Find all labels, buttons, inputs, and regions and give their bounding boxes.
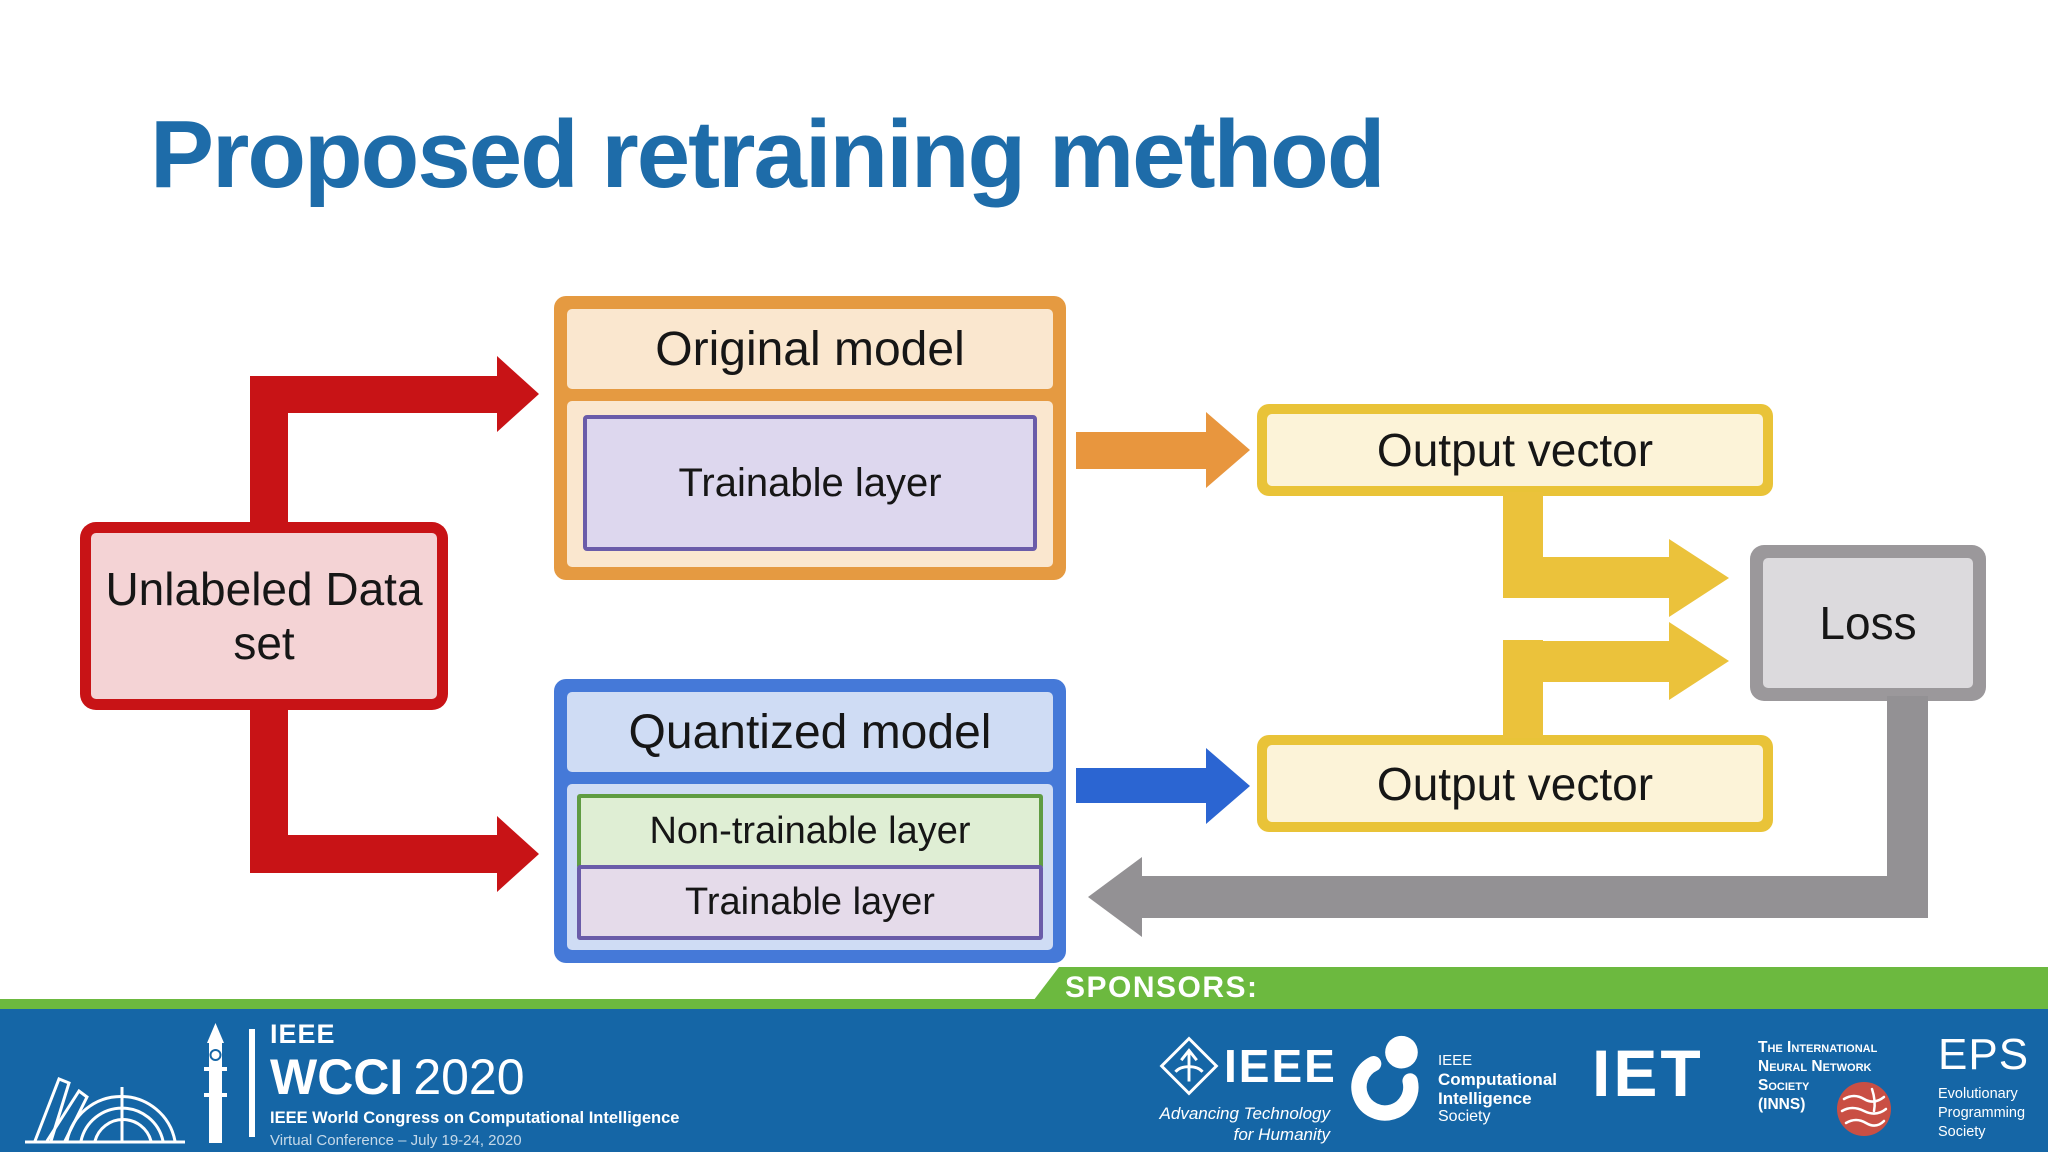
quantized-model-box: Quantized model Non-trainable layer Trai… [554,679,1066,963]
output-vector-top-box: Output vector [1257,404,1773,496]
original-model-body: Trainable layer [567,401,1053,567]
quantized-model-body: Non-trainable layer Trainable layer [567,784,1053,950]
output-vector-bottom-box: Output vector [1257,735,1773,832]
iet-logo: IET [1592,1036,1704,1110]
inns-logo: The International Neural Network Society… [1758,1039,1891,1136]
cis-head-icon [1351,1035,1419,1121]
arrow-dataset-to-quantized-shaft [250,835,500,873]
ieee-diamond-icon [1159,1036,1219,1096]
arrow-dataset-to-quantized-head [497,816,539,892]
original-model-label: Original model [567,309,1053,389]
ieee-logo: IEEE Advancing Technology for Humanity [1158,1035,1337,1146]
loss-label: Loss [1763,558,1973,688]
trainable-layer-box: Trainable layer [583,415,1037,551]
wcci-name: WCCI [270,1049,404,1105]
slide-title: Proposed retraining method [150,101,1385,208]
arrow-dataset-to-quantized-vertical [250,704,288,838]
arrow-dataset-to-original-shaft [250,376,500,413]
arrow-original-to-output-head [1206,412,1250,488]
wcci-divider [249,1029,255,1137]
inns-globe-icon [1837,1082,1891,1136]
glasgow-skyline-icon [25,1023,227,1144]
ieee-wordmark: IEEE [1224,1040,1337,1092]
arrow-loss-feedback-shaft [1120,876,1928,918]
output-vector-bottom-label: Output vector [1267,745,1763,822]
quantized-model-label: Quantized model [567,692,1053,772]
ieee-tagline: Advancing Technology for Humanity [1159,1104,1330,1145]
eps-text: Evolutionary Programming Society [1938,1086,2026,1140]
non-trainable-layer-box: Non-trainable layer [577,794,1043,869]
arrow-output-bottom-to-loss-shaft [1503,641,1673,682]
arrow-output-top-to-loss-head [1669,539,1729,617]
sponsors-banner: SPONSORS: [1027,967,2048,1009]
trainable-layer-box-2: Trainable layer [577,865,1043,940]
arrow-quantized-to-output-shaft [1076,768,1208,803]
cis-text: IEEE Computational Intelligence Society [1438,1052,1557,1125]
sponsors-strip [0,999,2048,1009]
eps-wordmark: EPS [1938,1030,2030,1079]
wcci-congress-line: IEEE World Congress on Computational Int… [270,1109,680,1127]
arrow-original-to-output-shaft [1076,432,1208,469]
eps-logo: EPS Evolutionary Programming Society [1938,1033,2029,1142]
original-model-box: Original model Trainable layer [554,296,1066,580]
unlabeled-dataset-box: Unlabeled Data set [80,522,448,710]
sponsors-label: SPONSORS: [1065,971,1259,1004]
output-vector-top-label: Output vector [1267,414,1763,486]
wcci-year: 2020 [413,1049,525,1105]
arrow-dataset-to-original-head [497,356,539,432]
wcci-conference-line: Virtual Conference – July 19-24, 2020 [270,1131,522,1149]
unlabeled-dataset-label: Unlabeled Data set [91,533,437,699]
arrow-output-bottom-to-loss-head [1669,622,1729,700]
wcci-ieee-label: IEEE [270,1019,336,1049]
arrow-output-top-to-loss-shaft [1503,557,1673,598]
cis-logo: IEEE Computational Intelligence Society [1350,1033,1557,1129]
loss-box: Loss [1750,545,1986,701]
arrow-loss-feedback-head [1088,857,1142,937]
arrow-quantized-to-output-head [1206,748,1250,824]
